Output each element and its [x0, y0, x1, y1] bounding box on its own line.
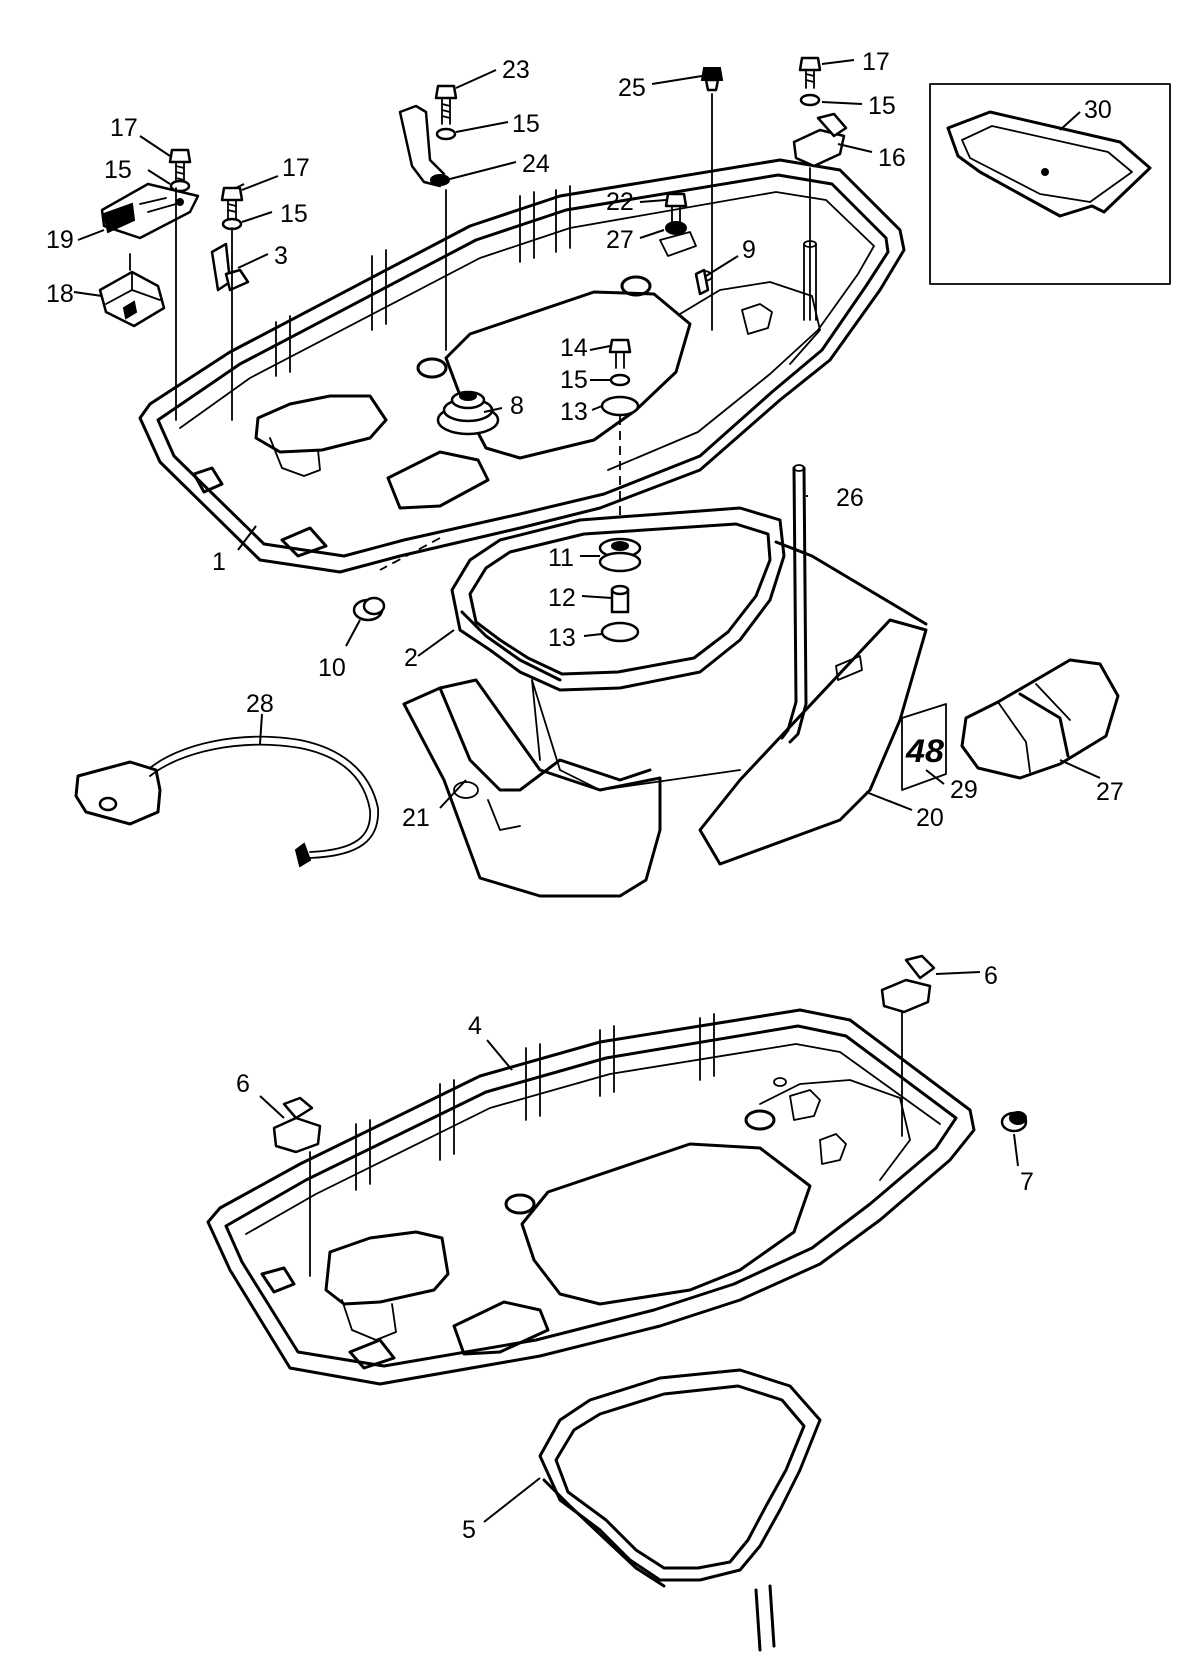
callout-7: 7 [1020, 1168, 1034, 1196]
bolt-part-17-right [798, 56, 822, 89]
bottom-cowling-part-4 [206, 1008, 976, 1386]
cable-part-28 [74, 735, 379, 868]
washer-part-27-top [665, 221, 687, 235]
clip-part-6-right [880, 954, 936, 1014]
callout-16: 16 [878, 144, 906, 172]
clip-part-6-left [272, 1096, 322, 1154]
inset-box-part-30 [929, 83, 1171, 285]
callout-15-left: 15 [104, 156, 132, 184]
grommet-part-11 [598, 537, 642, 573]
decal-48-text: 48 [905, 733, 944, 769]
washer-part-13-upper [600, 395, 640, 417]
seal-part-5 [538, 1368, 822, 1652]
washer-part-15-right [799, 93, 821, 107]
callout-15-right: 15 [868, 92, 896, 120]
callout-13-lower: 13 [548, 624, 576, 652]
callout-18: 18 [46, 280, 74, 308]
bolt-part-17-mid [220, 186, 244, 219]
callout-15-top: 15 [512, 110, 540, 138]
callout-13-upper: 13 [560, 398, 588, 426]
callout-9: 9 [742, 236, 756, 264]
callout-4: 4 [468, 1012, 482, 1040]
callout-3: 3 [274, 242, 288, 270]
bolt-part-23 [434, 84, 458, 125]
callout-29: 29 [950, 776, 978, 804]
bolt-part-17-left [168, 148, 192, 181]
collar-part-12 [610, 584, 630, 614]
callout-26: 26 [836, 484, 864, 512]
callout-12: 12 [548, 584, 576, 612]
callout-5: 5 [462, 1516, 476, 1544]
side-cover-part-20 [531, 540, 928, 866]
grommet-part-8 [436, 390, 500, 436]
bolt-part-14 [608, 338, 632, 369]
callout-17-left: 17 [110, 114, 138, 142]
decal-part-29: 48 [901, 703, 947, 791]
callout-20: 20 [916, 804, 944, 832]
callout-14: 14 [560, 334, 588, 362]
callout-19: 19 [46, 226, 74, 254]
callout-17-mid: 17 [282, 154, 310, 182]
grommet-part-25 [700, 67, 724, 92]
bolt-part-22 [664, 192, 688, 223]
callout-25: 25 [618, 74, 646, 102]
tube-part-26 [780, 464, 808, 744]
callout-30: 30 [1084, 96, 1112, 124]
plug-part-10 [352, 596, 386, 622]
callout-8: 8 [510, 392, 524, 420]
callout-28: 28 [246, 690, 274, 718]
side-cover-part-21 [402, 678, 662, 898]
top-cowling-part-1 [138, 158, 906, 574]
callout-numbers: 17 15 19 18 17 15 3 23 15 24 25 17 15 16… [46, 48, 1124, 1544]
callout-11: 11 [548, 544, 574, 572]
intake-boot-part-27 [960, 658, 1120, 780]
seal-part-2 [450, 506, 786, 692]
callout-1: 1 [212, 548, 226, 576]
callout-15-mid: 15 [280, 200, 308, 228]
callout-22: 22 [606, 188, 634, 216]
callout-17-right: 17 [862, 48, 890, 76]
callout-21: 21 [402, 804, 430, 832]
callout-23: 23 [502, 56, 530, 84]
callout-leaders [73, 59, 1101, 1523]
clip-part-16 [792, 112, 848, 168]
callout-6-left: 6 [236, 1070, 250, 1098]
bracket-part-19 [100, 182, 200, 240]
washer-part-15-top [435, 127, 457, 141]
callout-24: 24 [522, 150, 550, 178]
callout-2: 2 [404, 644, 418, 672]
pin-part-9 [694, 268, 710, 296]
callout-27-top: 27 [606, 226, 634, 254]
washer-part-13-lower [600, 621, 640, 643]
knob-part-18 [98, 253, 166, 328]
callout-6-right: 6 [984, 962, 998, 990]
callout-27-right: 27 [1096, 778, 1124, 806]
washer-part-15-center [609, 373, 631, 387]
plug-part-7 [1000, 1111, 1028, 1133]
callout-10: 10 [318, 654, 346, 682]
callout-15-center: 15 [560, 366, 588, 394]
clip-part-3 [210, 242, 250, 292]
